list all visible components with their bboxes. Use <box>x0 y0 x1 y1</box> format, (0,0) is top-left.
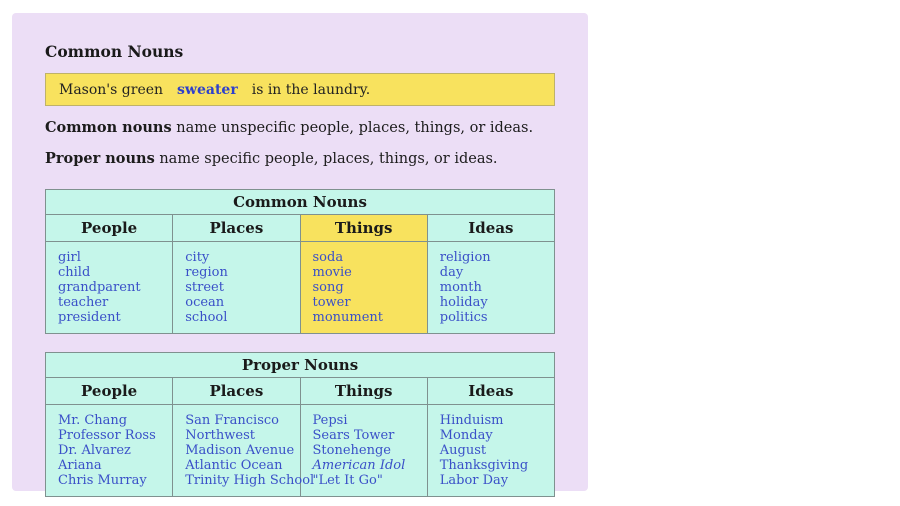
noun-item: song <box>312 280 344 295</box>
noun-item: Stonehenge <box>312 443 391 458</box>
noun-item: Thanksgiving <box>439 458 529 473</box>
sentence-prefix: Mason's green <box>59 81 164 98</box>
table-title: Common Nouns <box>45 189 555 215</box>
noun-item: Madison Avenue <box>185 443 295 458</box>
example-sentence-box: Mason's green sweater is in the laundry. <box>45 73 555 106</box>
noun-item: Northwest <box>185 428 255 443</box>
proper-nouns-table: Proper Nouns People Places Things Ideas … <box>44 352 556 497</box>
things-cell: Pepsi Sears Tower Stonehenge American Id… <box>299 404 428 497</box>
noun-item: school <box>185 310 228 325</box>
noun-item: holiday <box>439 295 488 310</box>
places-cell: San Francisco Northwest Madison Avenue A… <box>172 404 315 497</box>
highlighted-noun-word: sweater <box>177 81 238 98</box>
noun-item: child <box>58 265 91 280</box>
table-data-row: girl child grandparent teacher president… <box>44 241 556 334</box>
noun-item: politics <box>439 310 488 325</box>
noun-item: San Francisco <box>185 413 279 428</box>
column-header-ideas: Ideas <box>426 214 556 242</box>
noun-item: Sears Tower <box>312 428 395 443</box>
noun-item: Chris Murray <box>58 473 147 488</box>
noun-item: Dr. Alvarez <box>58 443 131 458</box>
noun-item: soda <box>312 250 344 265</box>
column-header-places: Places <box>172 377 301 405</box>
proper-nouns-definition: Proper nouns name specific people, place… <box>45 150 555 168</box>
noun-item: grandparent <box>58 280 141 295</box>
noun-item: Hinduism <box>439 413 504 428</box>
noun-item: Professor Ross <box>58 428 156 443</box>
common-nouns-table: Common Nouns People Places Things Ideas … <box>44 189 556 334</box>
noun-item: Labor Day <box>439 473 509 488</box>
ideas-cell: religion day month holiday politics <box>426 241 556 334</box>
definition-text: name unspecific people, places, things, … <box>171 120 534 136</box>
people-cell: girl child grandparent teacher president <box>44 241 174 334</box>
table-header-row: People Places Things Ideas <box>44 214 556 242</box>
noun-item: Pepsi <box>312 413 348 428</box>
noun-item: Atlantic Ocean <box>185 458 283 473</box>
ideas-cell: Hinduism Monday August Thanksgiving Labo… <box>426 404 556 497</box>
table-data-row: Mr. Chang Professor Ross Dr. Alvarez Ari… <box>44 404 556 497</box>
noun-item: month <box>439 280 482 295</box>
noun-item: August <box>439 443 487 458</box>
column-header-ideas: Ideas <box>426 377 556 405</box>
things-cell-highlighted: soda movie song tower monument <box>299 241 428 334</box>
lesson-panel: Common Nouns Mason's green sweater is in… <box>12 13 588 497</box>
page-title: Common Nouns <box>45 42 184 61</box>
noun-item: Ariana <box>58 458 102 473</box>
noun-item: day <box>439 265 464 280</box>
noun-item: Mr. Chang <box>58 413 128 428</box>
noun-item: Monday <box>439 428 493 443</box>
people-cell: Mr. Chang Professor Ross Dr. Alvarez Ari… <box>44 404 174 497</box>
noun-item: street <box>185 280 224 295</box>
noun-item: religion <box>439 250 491 265</box>
noun-item: girl <box>58 250 81 265</box>
column-header-things: Things <box>299 377 428 405</box>
table-title-row: Common Nouns <box>45 189 555 215</box>
common-nouns-definition: Common nouns name unspecific people, pla… <box>45 119 555 137</box>
noun-item: region <box>185 265 228 280</box>
noun-item: city <box>185 250 210 265</box>
table-title-row: Proper Nouns <box>45 352 555 378</box>
table-title: Proper Nouns <box>45 352 555 378</box>
noun-item: ocean <box>185 295 225 310</box>
noun-item: Trinity High School <box>185 473 315 488</box>
sentence-suffix: is in the laundry. <box>251 81 371 98</box>
column-header-people: People <box>44 377 174 405</box>
noun-item: teacher <box>58 295 109 310</box>
definition-text: name specific people, places, things, or… <box>154 151 498 167</box>
noun-item: "Let It Go" <box>312 473 383 488</box>
column-header-people: People <box>44 214 174 242</box>
table-header-row: People Places Things Ideas <box>44 377 556 405</box>
noun-item: president <box>58 310 121 325</box>
noun-item: movie <box>312 265 352 280</box>
definition-term: Proper nouns <box>45 150 155 167</box>
column-header-places: Places <box>172 214 301 242</box>
definition-term: Common nouns <box>45 119 172 136</box>
noun-item: monument <box>312 310 384 325</box>
noun-item: tower <box>312 295 351 310</box>
noun-item-tv-show: American Idol <box>312 458 406 473</box>
places-cell: city region street ocean school <box>172 241 301 334</box>
column-header-things: Things <box>299 214 428 242</box>
